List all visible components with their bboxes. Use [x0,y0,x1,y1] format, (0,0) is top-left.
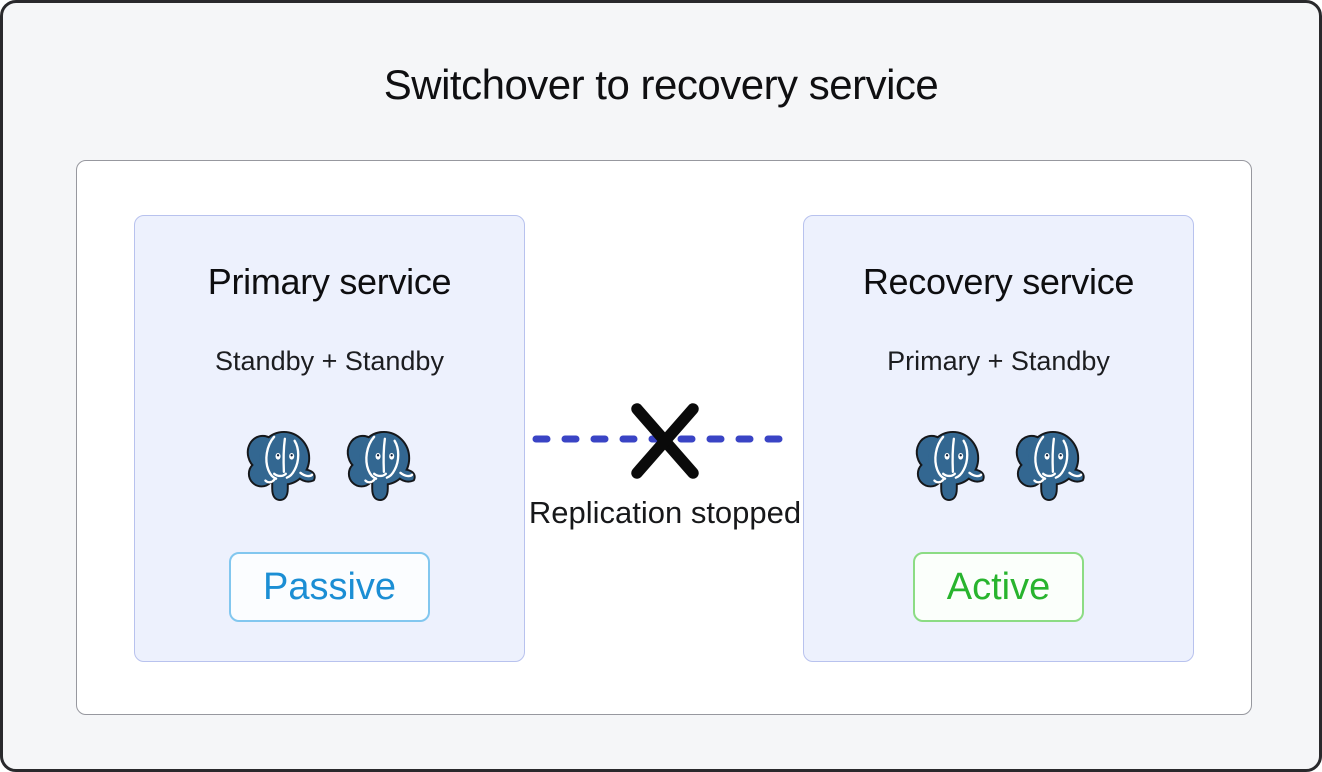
recovery-node-icons [912,430,1086,502]
recovery-status-badge: Active [912,552,1085,622]
postgresql-elephant-icon [343,430,417,502]
cluster-panel: Primary service Standby + Standby Passiv… [76,160,1252,715]
primary-service-title: Primary service [207,261,452,302]
postgresql-elephant-icon [1012,430,1086,502]
service-card-recovery: Recovery service Primary + Standby Activ… [803,215,1194,662]
primary-node-icons [243,430,417,502]
diagram-title: Switchover to recovery service [383,61,939,108]
primary-status-badge: Passive [228,552,431,622]
primary-service-roles: Standby + Standby [215,346,444,376]
replication-stopped-cross-icon [631,403,699,479]
postgresql-elephant-icon [243,430,317,502]
recovery-service-title: Recovery service [862,261,1135,302]
replication-status-label: Replication stopped [528,495,802,530]
recovery-service-roles: Primary + Standby [887,346,1110,376]
service-card-primary: Primary service Standby + Standby Passiv… [134,215,525,662]
postgresql-elephant-icon [912,430,986,502]
